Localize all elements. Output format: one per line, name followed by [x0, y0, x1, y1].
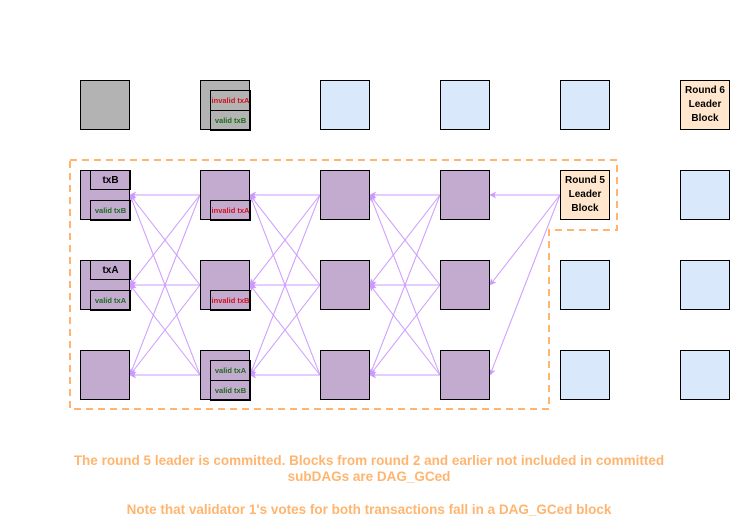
caption-commit: The round 5 leader is committed. Blocks …: [0, 453, 738, 485]
tx-vote-txa: txA: [90, 260, 131, 280]
caption-line-2: subDAGs are DAG_GCed: [287, 469, 451, 484]
committed-block-r3-v2: [320, 170, 370, 220]
committed-block-r1-v2: txB valid txB: [80, 170, 131, 221]
edge-r4v4-to-r3v3: [369, 284, 441, 376]
committed-block-r1-v4: [80, 350, 130, 400]
committed-block-r2-v2: invalid txA: [200, 170, 251, 221]
tx-vote-invalid-txa: invalid txA: [210, 200, 251, 221]
committed-block-r1-v3: txA valid txA: [80, 260, 131, 311]
edge-r3v3-to-r2v2: [249, 194, 321, 286]
committed-block-r3-v3: [320, 260, 370, 310]
tx-vote-valid-txb: valid txB: [210, 380, 251, 401]
edge-r4v3-to-r3v2: [369, 194, 441, 286]
edge-r3v4-to-r2v2: [249, 194, 321, 376]
caption-note: Note that validator 1's votes for both t…: [126, 502, 612, 517]
gc-block-r1-v1: [80, 80, 130, 130]
future-block-r6-v4: [680, 350, 730, 400]
tx-vote-txb: txB: [90, 170, 131, 190]
committed-subdag-outline: [69, 159, 618, 410]
future-block-r3-v1: [320, 80, 370, 130]
committed-block-r4-v4: [440, 350, 490, 400]
edge-leader5-to-r4v3: [489, 194, 561, 286]
leader-block-r5-v2: Round 5 Leader Block: [560, 170, 610, 220]
future-block-r5-v3: [560, 260, 610, 310]
committed-block-r4-v3: [440, 260, 490, 310]
caption-line-1: The round 5 leader is committed. Blocks …: [73, 453, 665, 468]
future-block-r5-v1: [560, 80, 610, 130]
edge-r2v3-to-r1v2: [129, 194, 201, 286]
future-block-r4-v1: [440, 80, 490, 130]
committed-block-r4-v2: [440, 170, 490, 220]
leader-block-r6-v1: Round 6 Leader Block: [680, 80, 730, 130]
tx-vote-valid-txa: valid txA: [90, 290, 131, 311]
edge-leader5-to-r4v4: [489, 194, 561, 376]
committed-block-r2-v3: invalid txB: [200, 260, 251, 311]
tx-vote-valid-txa: valid txA: [210, 360, 251, 381]
future-block-r6-v2: [680, 170, 730, 220]
tx-vote-valid-txb: valid txB: [90, 200, 131, 221]
future-block-r6-v3: [680, 260, 730, 310]
edge-r2v4-to-r1v2: [129, 194, 201, 376]
edge-r2v4-to-r1v3: [129, 284, 201, 376]
edge-r3v4-to-r2v3: [249, 284, 321, 376]
tx-vote-invalid-txb: invalid txB: [210, 290, 251, 311]
tx-vote-valid-txb: valid txB: [210, 110, 251, 131]
edge-r4v4-to-r3v2: [369, 194, 441, 376]
future-block-r5-v4: [560, 350, 610, 400]
tx-vote-invalid-txa: invalid txA: [210, 90, 251, 111]
committed-block-r3-v4: [320, 350, 370, 400]
